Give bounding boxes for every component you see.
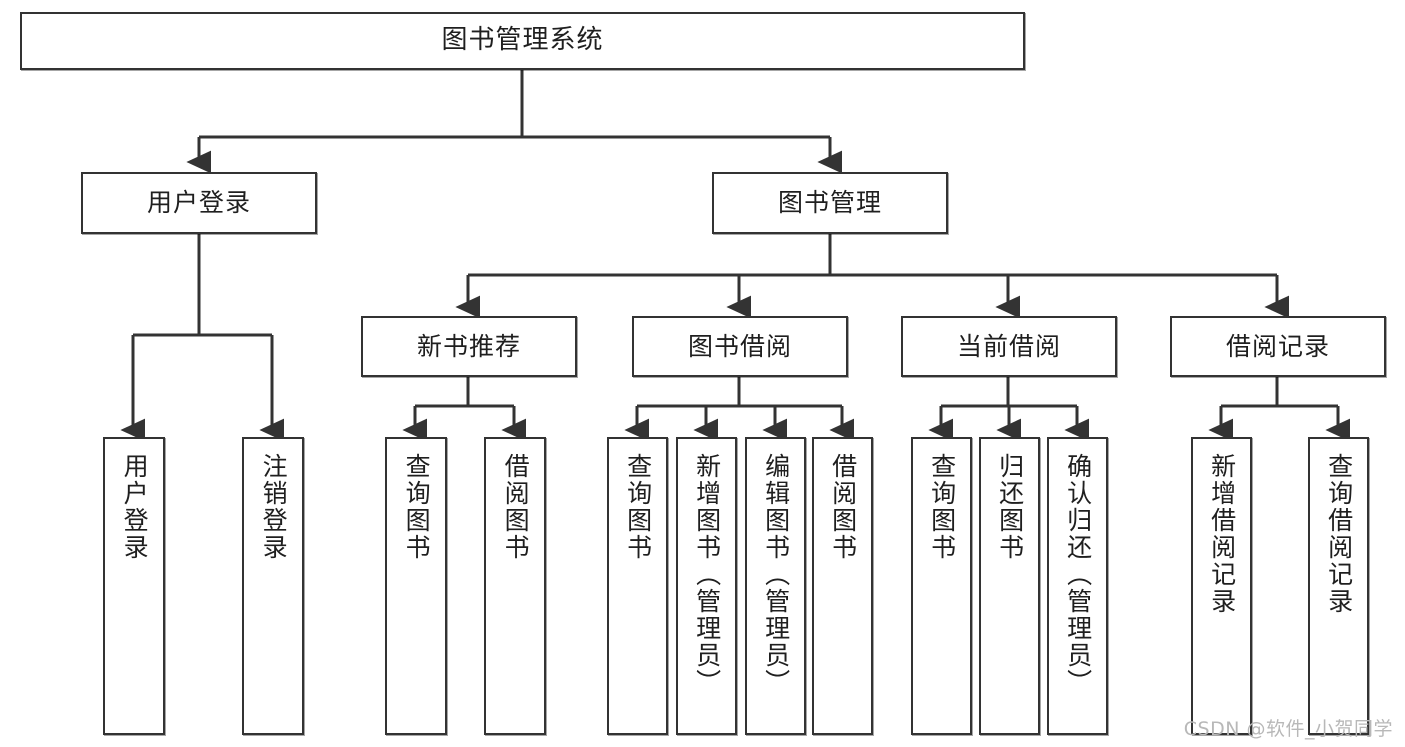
leaf-book-borrow-query[interactable]: 查询图书 — [607, 437, 668, 735]
node-label: 确认归还（管理员） — [1063, 453, 1093, 696]
node-label: 查询图书 — [402, 453, 432, 561]
leaf-borrow-record-add[interactable]: 新增借阅记录 — [1191, 437, 1252, 735]
node-label: 新增借阅记录 — [1207, 453, 1237, 615]
node-book-borrow[interactable]: 图书借阅 — [632, 316, 848, 377]
node-label: 借阅图书 — [501, 453, 531, 561]
node-label: 编辑图书（管理员） — [761, 453, 791, 696]
node-label: 用户登录 — [120, 453, 150, 561]
node-new-book-recommend[interactable]: 新书推荐 — [361, 316, 577, 377]
node-label: 图书管理 — [777, 188, 882, 217]
leaf-book-borrow-add[interactable]: 新增图书（管理员） — [676, 437, 737, 735]
leaf-current-borrow-query[interactable]: 查询图书 — [911, 437, 972, 735]
leaf-book-borrow-borrow[interactable]: 借阅图书 — [812, 437, 873, 735]
node-user-login[interactable]: 用户登录 — [81, 172, 317, 234]
node-label: 图书管理系统 — [441, 25, 604, 56]
node-root-system[interactable]: 图书管理系统 — [20, 12, 1025, 70]
node-label: 注销登录 — [259, 453, 289, 561]
node-label: 查询图书 — [927, 453, 957, 561]
node-borrow-record[interactable]: 借阅记录 — [1170, 316, 1386, 377]
leaf-user-login-signout[interactable]: 注销登录 — [242, 437, 304, 735]
leaf-user-login-signin[interactable]: 用户登录 — [103, 437, 165, 735]
leaf-new-book-query[interactable]: 查询图书 — [385, 437, 447, 735]
node-label: 新增图书（管理员） — [692, 453, 722, 696]
node-label: 借阅记录 — [1225, 331, 1330, 361]
csdn-watermark: CSDN @软件_小贺同学 — [1183, 718, 1393, 740]
node-label: 查询图书 — [623, 453, 653, 561]
leaf-book-borrow-edit[interactable]: 编辑图书（管理员） — [745, 437, 806, 735]
leaf-current-borrow-return[interactable]: 归还图书 — [979, 437, 1040, 735]
node-label: 当前借阅 — [956, 331, 1061, 361]
leaf-borrow-record-query[interactable]: 查询借阅记录 — [1308, 437, 1369, 735]
node-label: 图书借阅 — [687, 331, 792, 361]
leaf-current-borrow-confirm[interactable]: 确认归还（管理员） — [1047, 437, 1108, 735]
node-label: 归还图书 — [995, 453, 1025, 561]
node-label: 借阅图书 — [828, 453, 858, 561]
node-current-borrow[interactable]: 当前借阅 — [901, 316, 1117, 377]
node-label: 用户登录 — [146, 188, 251, 217]
node-book-management[interactable]: 图书管理 — [712, 172, 948, 234]
leaf-new-book-borrow[interactable]: 借阅图书 — [484, 437, 546, 735]
node-label: 新书推荐 — [416, 331, 521, 361]
node-label: 查询借阅记录 — [1324, 453, 1354, 615]
